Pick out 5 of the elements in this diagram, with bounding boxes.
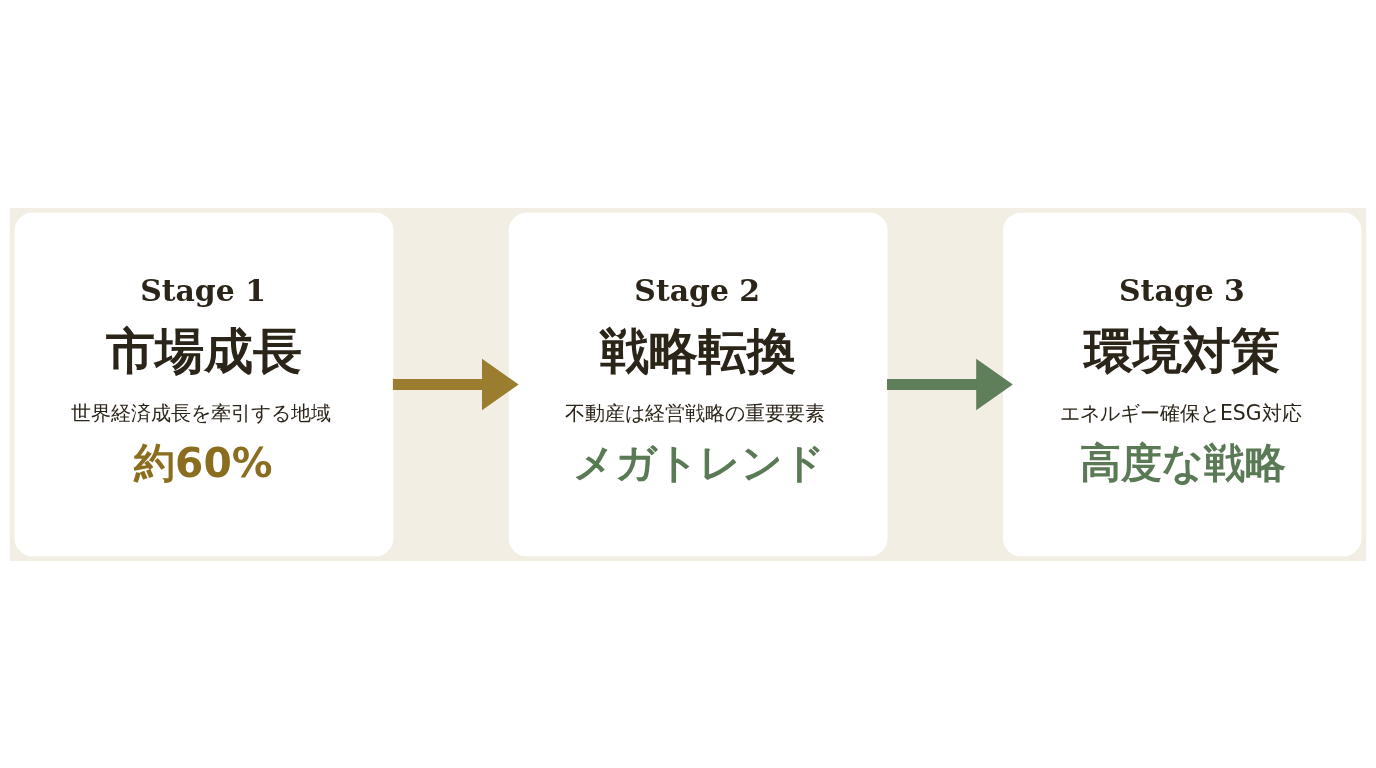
node-box: Stage 3 環境対策 エネルギー確保とESG対応 高度な戦略 xyxy=(1003,212,1362,556)
node-box: Stage 1 市場成長 世界経済成長を牽引する地域 約60% xyxy=(14,212,394,556)
arrow xyxy=(392,358,519,410)
node-box: Stage 2 戦略転換 不動産は経営戦略の重要要素 メガトレンド xyxy=(508,212,888,556)
arrow xyxy=(887,358,1013,410)
